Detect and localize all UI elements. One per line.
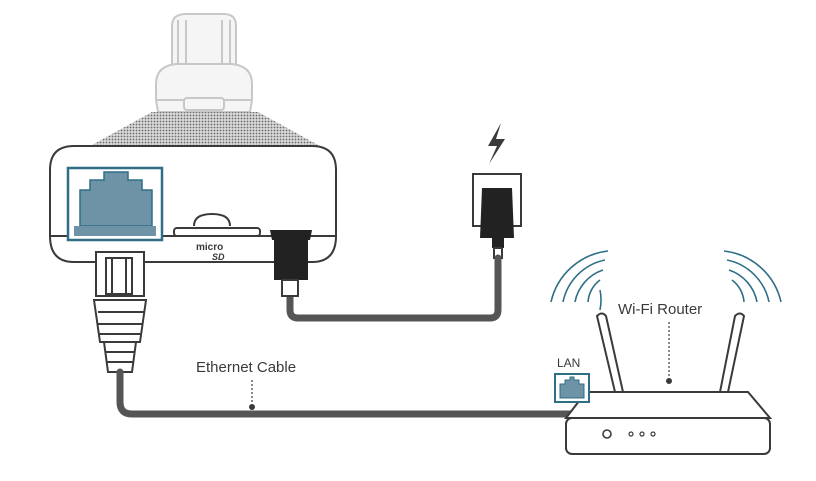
sd-card-slot: [173, 212, 261, 237]
ethernet-cable: [116, 368, 594, 418]
svg-text:SD: SD: [212, 252, 225, 262]
router-antennas: [595, 312, 746, 393]
wifi-router: [563, 391, 773, 455]
ethernet-port-icon: [554, 373, 590, 403]
microsd-logo-icon: micro SD: [196, 242, 225, 262]
power-cable: [286, 254, 502, 322]
wifi-signal-icon: [723, 250, 782, 303]
svg-text:micro: micro: [196, 242, 223, 253]
lan-label: LAN: [557, 356, 580, 370]
wifi-signal-icon: [550, 250, 609, 311]
power-plug-camera: [270, 230, 312, 297]
ethernet-plug-camera: [92, 251, 148, 373]
power-adapter: [480, 188, 514, 259]
wifi-router-label: Wi-Fi Router: [618, 301, 702, 318]
ethernet-cable-label: Ethernet Cable: [196, 359, 296, 376]
base-ethernet-port: [66, 166, 164, 242]
camera-base-shadow: [90, 112, 320, 146]
wifi-router-leader-dot: [666, 378, 672, 384]
lightning-icon: [488, 123, 505, 164]
camera-illustration: [154, 13, 254, 113]
ethernet-cable-leader-dot: [249, 404, 255, 410]
